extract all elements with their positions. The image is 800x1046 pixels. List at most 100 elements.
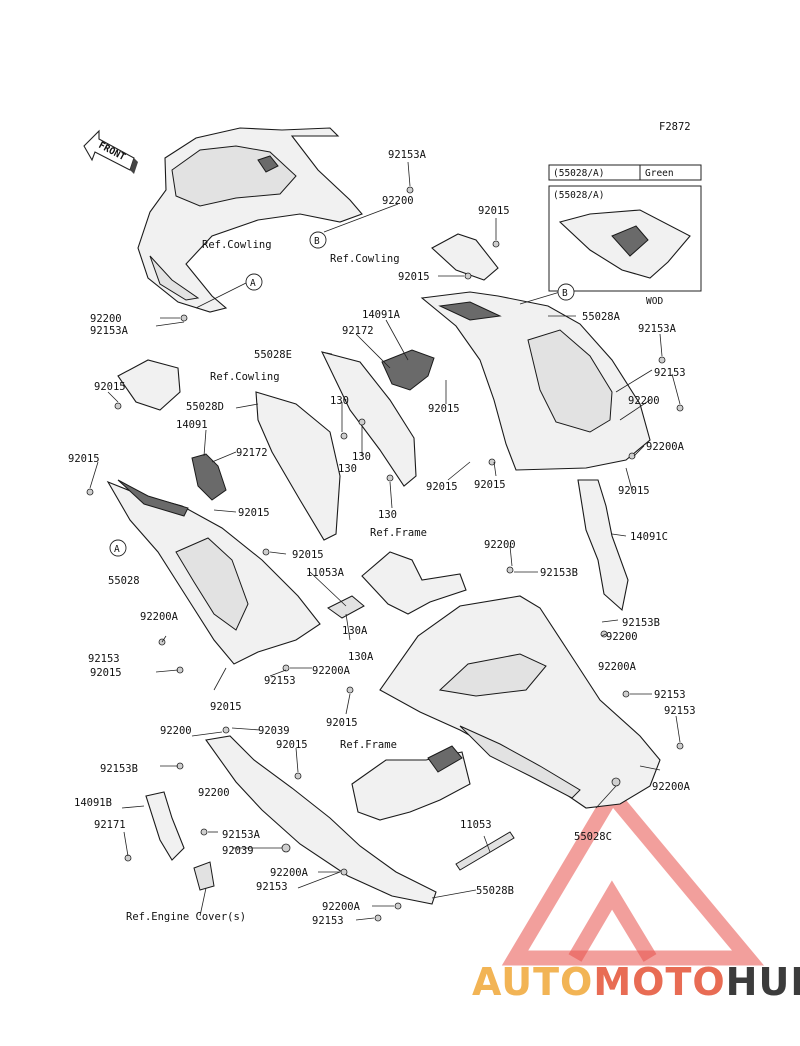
svg-text:A: A xyxy=(250,278,256,289)
bolt-icon xyxy=(488,458,496,466)
bolt-icon xyxy=(222,726,230,734)
part-label: 92153 xyxy=(654,689,686,701)
part-label: 92153B xyxy=(100,763,138,775)
figure-code: F2872 xyxy=(659,121,691,133)
leader-lines xyxy=(89,161,681,921)
inset-title: (55028/A) xyxy=(553,190,604,201)
frame-bracket-lower xyxy=(351,745,471,821)
svg-text:B: B xyxy=(562,288,568,299)
bolt-icon xyxy=(114,402,122,410)
bolt-icon xyxy=(628,452,636,460)
part-label: 92153A xyxy=(90,325,129,337)
part-label: 92200A xyxy=(322,901,361,913)
inset-box: (55028/A) WOD xyxy=(548,185,702,307)
bolt-icon xyxy=(340,868,348,876)
cowling-bracket-left xyxy=(117,359,181,411)
bracket-14091C xyxy=(577,479,629,612)
part-label: 92153 xyxy=(256,881,288,893)
part-label: 55028D xyxy=(186,401,224,413)
part-label: 92153B xyxy=(622,617,660,629)
part-label: 92153 xyxy=(88,653,120,665)
bolt-icon xyxy=(294,772,302,780)
upper-cowling xyxy=(137,127,363,313)
part-label: 92015 xyxy=(90,667,122,679)
part-label: 92200 xyxy=(382,195,414,207)
bolt-icon xyxy=(658,356,666,364)
color-box-code: (55028/A) xyxy=(553,168,604,179)
callout-B-top: B xyxy=(309,231,327,249)
part-label: 92200A xyxy=(652,781,691,793)
part-label: 92015 xyxy=(94,381,126,393)
part-label: 92015 xyxy=(478,205,510,217)
part-label: 14091 xyxy=(176,419,208,431)
frame-bracket-upper xyxy=(361,551,467,615)
bolt-icon xyxy=(506,566,514,574)
bolt-icon xyxy=(492,240,500,248)
bolt-icon xyxy=(676,742,684,750)
part-label: 92171 xyxy=(94,819,126,831)
part-label: 92153A xyxy=(222,829,261,841)
bolt-icon xyxy=(406,186,414,194)
callout-B-right: B xyxy=(557,283,575,301)
bolt-icon xyxy=(86,488,94,496)
label-ref-cowling-left: Ref.Cowling xyxy=(210,371,280,383)
bolt-icon xyxy=(340,432,348,440)
part-label: 55028 xyxy=(108,575,140,587)
part-label: 92200 xyxy=(198,787,230,799)
watermark-logo-icon xyxy=(501,782,765,966)
watermark-part1: AUTO xyxy=(472,960,594,1004)
side-fairing-55028A xyxy=(420,291,651,471)
part-label: 92153A xyxy=(388,149,427,161)
part-label: 92153B xyxy=(540,567,578,579)
part-label: 92015 xyxy=(474,479,506,491)
watermark-part3: HUB xyxy=(725,960,800,1004)
part-label: 92200 xyxy=(606,631,638,643)
bolt-icon xyxy=(358,418,366,426)
inner-panel-55028D xyxy=(255,391,341,541)
fasteners xyxy=(86,186,684,922)
bracket-14091 xyxy=(191,453,227,501)
side-fairing-55028 xyxy=(106,479,321,665)
bracket-14091B xyxy=(145,791,185,861)
part-label: 92200 xyxy=(484,539,516,551)
bolt-icon xyxy=(281,843,291,853)
bolt-icon xyxy=(346,686,354,694)
part-label: 92015 xyxy=(426,481,458,493)
bolt-icon xyxy=(282,664,290,672)
front-direction-arrow-icon: FRONT xyxy=(83,129,138,174)
bolt-icon xyxy=(611,777,621,787)
part-label: 14091B xyxy=(74,797,112,809)
part-label: 92015 xyxy=(276,739,308,751)
label-ref-cowling-top: Ref.Cowling xyxy=(202,239,272,251)
part-label: 130A xyxy=(342,625,368,637)
part-label: 92172 xyxy=(342,325,374,337)
color-box-color: Green xyxy=(645,168,674,179)
bracket-11053A xyxy=(327,595,365,619)
part-label: 55028E xyxy=(254,349,292,361)
bolt-icon xyxy=(374,914,382,922)
bolt-icon xyxy=(180,314,188,322)
part-label: 92200A xyxy=(140,611,179,623)
svg-text:A: A xyxy=(114,544,120,555)
bolt-icon xyxy=(262,548,270,556)
watermark-part2: MOTO xyxy=(593,960,726,1004)
part-label: 92015 xyxy=(238,507,270,519)
bolt-icon xyxy=(394,902,402,910)
bracket-14091A xyxy=(381,349,435,391)
part-label: 92200A xyxy=(270,867,309,879)
inset-caption: WOD xyxy=(646,296,663,307)
label-ref-frame-lower: Ref.Frame xyxy=(340,739,397,751)
part-labels: 92153A 92200 92015 92015 92200 92153A 14… xyxy=(68,149,696,927)
label-ref-engine-cover: Ref.Engine Cover(s) xyxy=(126,911,246,923)
part-label: 92200 xyxy=(90,313,122,325)
part-label: 92200A xyxy=(646,441,685,453)
part-label: 92015 xyxy=(326,717,358,729)
part-label: 92153 xyxy=(264,675,296,687)
part-label: 130A xyxy=(348,651,374,663)
engine-cover-piece xyxy=(193,861,215,891)
bolt-icon xyxy=(622,690,630,698)
part-label: 92015 xyxy=(618,485,650,497)
part-label: 92153 xyxy=(654,367,686,379)
part-label: 92015 xyxy=(292,549,324,561)
